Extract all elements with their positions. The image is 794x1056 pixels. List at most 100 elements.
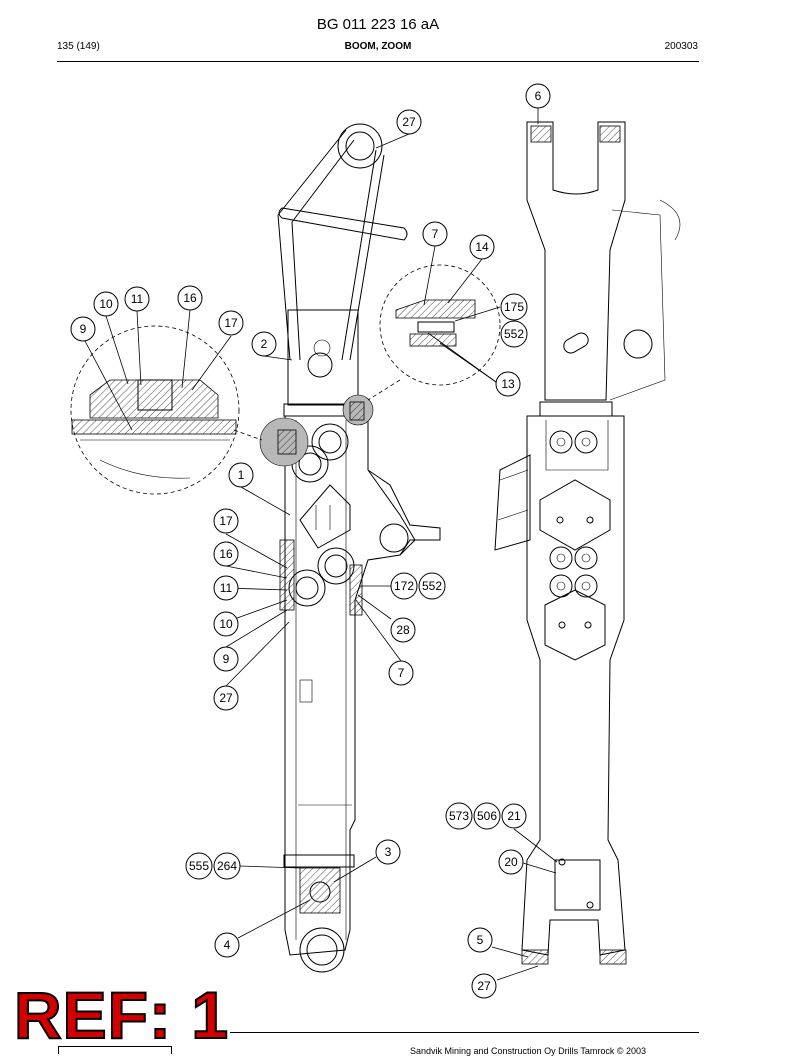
callout-4: 4 <box>214 932 240 958</box>
ref-stamp: REF: 1 <box>13 978 230 1052</box>
frame-arms <box>277 129 385 361</box>
top-fork <box>526 121 626 401</box>
callout-label: 9 <box>223 652 230 666</box>
callout-label: 9 <box>80 322 87 336</box>
section-title: BOOM, ZOOM <box>344 41 412 52</box>
upper-pin <box>307 352 333 378</box>
callout-label: 555 <box>189 859 209 873</box>
callout-175: 175 <box>500 293 528 321</box>
callout-label: 11 <box>220 581 233 595</box>
body-inner-lines <box>295 420 347 940</box>
callout-14: 14 <box>469 234 495 260</box>
callout-label: 7 <box>432 227 439 241</box>
callout-3: 3 <box>375 839 401 865</box>
callout-2: 2 <box>251 331 277 357</box>
manufacturer-logo <box>58 1046 172 1054</box>
detail-view-left <box>70 325 263 495</box>
bottom-pin-inner <box>306 934 338 966</box>
upper-block <box>287 309 359 406</box>
callout-10-detail: 10 <box>93 291 119 317</box>
callout-9: 9 <box>213 646 239 672</box>
callout-label: 5 <box>477 933 484 947</box>
callout-label: 264 <box>217 859 237 873</box>
side-view <box>259 123 441 973</box>
callout-5: 5 <box>467 927 493 953</box>
callout-label: 172 <box>394 579 414 593</box>
callout-label: 6 <box>535 89 542 103</box>
callout-573: 573 <box>445 802 473 830</box>
callout-9-detail: 9 <box>70 316 96 342</box>
bottom-pin-outer <box>299 927 345 973</box>
callout-label: 13 <box>501 377 515 391</box>
callout-label: 21 <box>507 809 521 823</box>
callout-label: 27 <box>477 979 491 993</box>
callout-7-detail: 7 <box>422 221 448 247</box>
detail-boundary-left <box>70 325 240 495</box>
callout-label: 27 <box>219 691 233 705</box>
callout-label: 10 <box>99 297 113 311</box>
callout-11-detail: 11 <box>124 286 150 312</box>
callout-label: 3 <box>385 845 392 859</box>
small-pin <box>313 339 331 357</box>
side-lug <box>367 469 441 556</box>
callout-172: 172 <box>390 572 418 600</box>
callout-27-mid: 27 <box>213 685 239 711</box>
callout-1: 1 <box>228 462 254 488</box>
detail-boundary-upper <box>379 264 501 386</box>
front-body <box>521 415 626 956</box>
callout-264: 264 <box>213 852 241 880</box>
callout-17: 17 <box>213 508 239 534</box>
callout-506: 506 <box>473 802 501 830</box>
callout-16: 16 <box>213 541 239 567</box>
top-pin-outer <box>337 123 383 169</box>
callout-13: 13 <box>495 371 521 397</box>
lower-plate <box>554 859 601 911</box>
callout-label: 27 <box>402 115 416 129</box>
callout-label: 14 <box>475 240 489 254</box>
callout-label: 506 <box>477 809 497 823</box>
callout-27-bottom: 27 <box>471 973 497 999</box>
callout-17-detail: 17 <box>218 310 244 336</box>
detail-view-upper <box>367 264 501 401</box>
leader-lines <box>84 108 558 981</box>
callout-28: 28 <box>390 617 416 643</box>
callout-10: 10 <box>213 611 239 637</box>
boom-body <box>284 415 416 956</box>
callout-label: 175 <box>504 300 524 314</box>
callout-552-detail: 552 <box>500 320 528 348</box>
callout-label: 17 <box>219 514 233 528</box>
callout-21: 21 <box>501 803 527 829</box>
callout-555: 555 <box>185 852 213 880</box>
footer-rule <box>230 1032 699 1033</box>
callout-27-top: 27 <box>396 109 422 135</box>
callout-label: 7 <box>398 666 405 680</box>
callout-552: 552 <box>418 572 446 600</box>
callout-label: 2 <box>261 337 268 351</box>
side-lug-pin <box>379 523 409 553</box>
callout-20: 20 <box>498 849 524 875</box>
callout-label: 16 <box>219 547 233 561</box>
callout-label: 4 <box>224 938 231 952</box>
callout-6: 6 <box>525 83 551 109</box>
callout-label: 17 <box>224 316 238 330</box>
callout-16-detail: 16 <box>177 285 203 311</box>
callout-11: 11 <box>213 575 239 601</box>
callout-label: 552 <box>504 327 524 341</box>
side-plate <box>299 484 351 549</box>
frame-leg <box>277 214 301 361</box>
front-rollers <box>549 430 598 598</box>
handle-bar <box>278 207 408 241</box>
side-bracket <box>494 454 531 551</box>
callout-label: 28 <box>396 623 410 637</box>
footer-copyright: Sandvik Mining and Construction Oy Drill… <box>410 1046 647 1056</box>
top-pin-inner <box>345 131 375 161</box>
callout-label: 573 <box>449 809 469 823</box>
callout-7: 7 <box>388 660 414 686</box>
callout-label: 20 <box>504 855 518 869</box>
callout-label: 1 <box>238 468 245 482</box>
revision-date: 200303 <box>664 41 698 52</box>
callout-label: 10 <box>219 617 233 631</box>
header-rule <box>57 61 699 62</box>
callout-label: 11 <box>131 292 144 306</box>
